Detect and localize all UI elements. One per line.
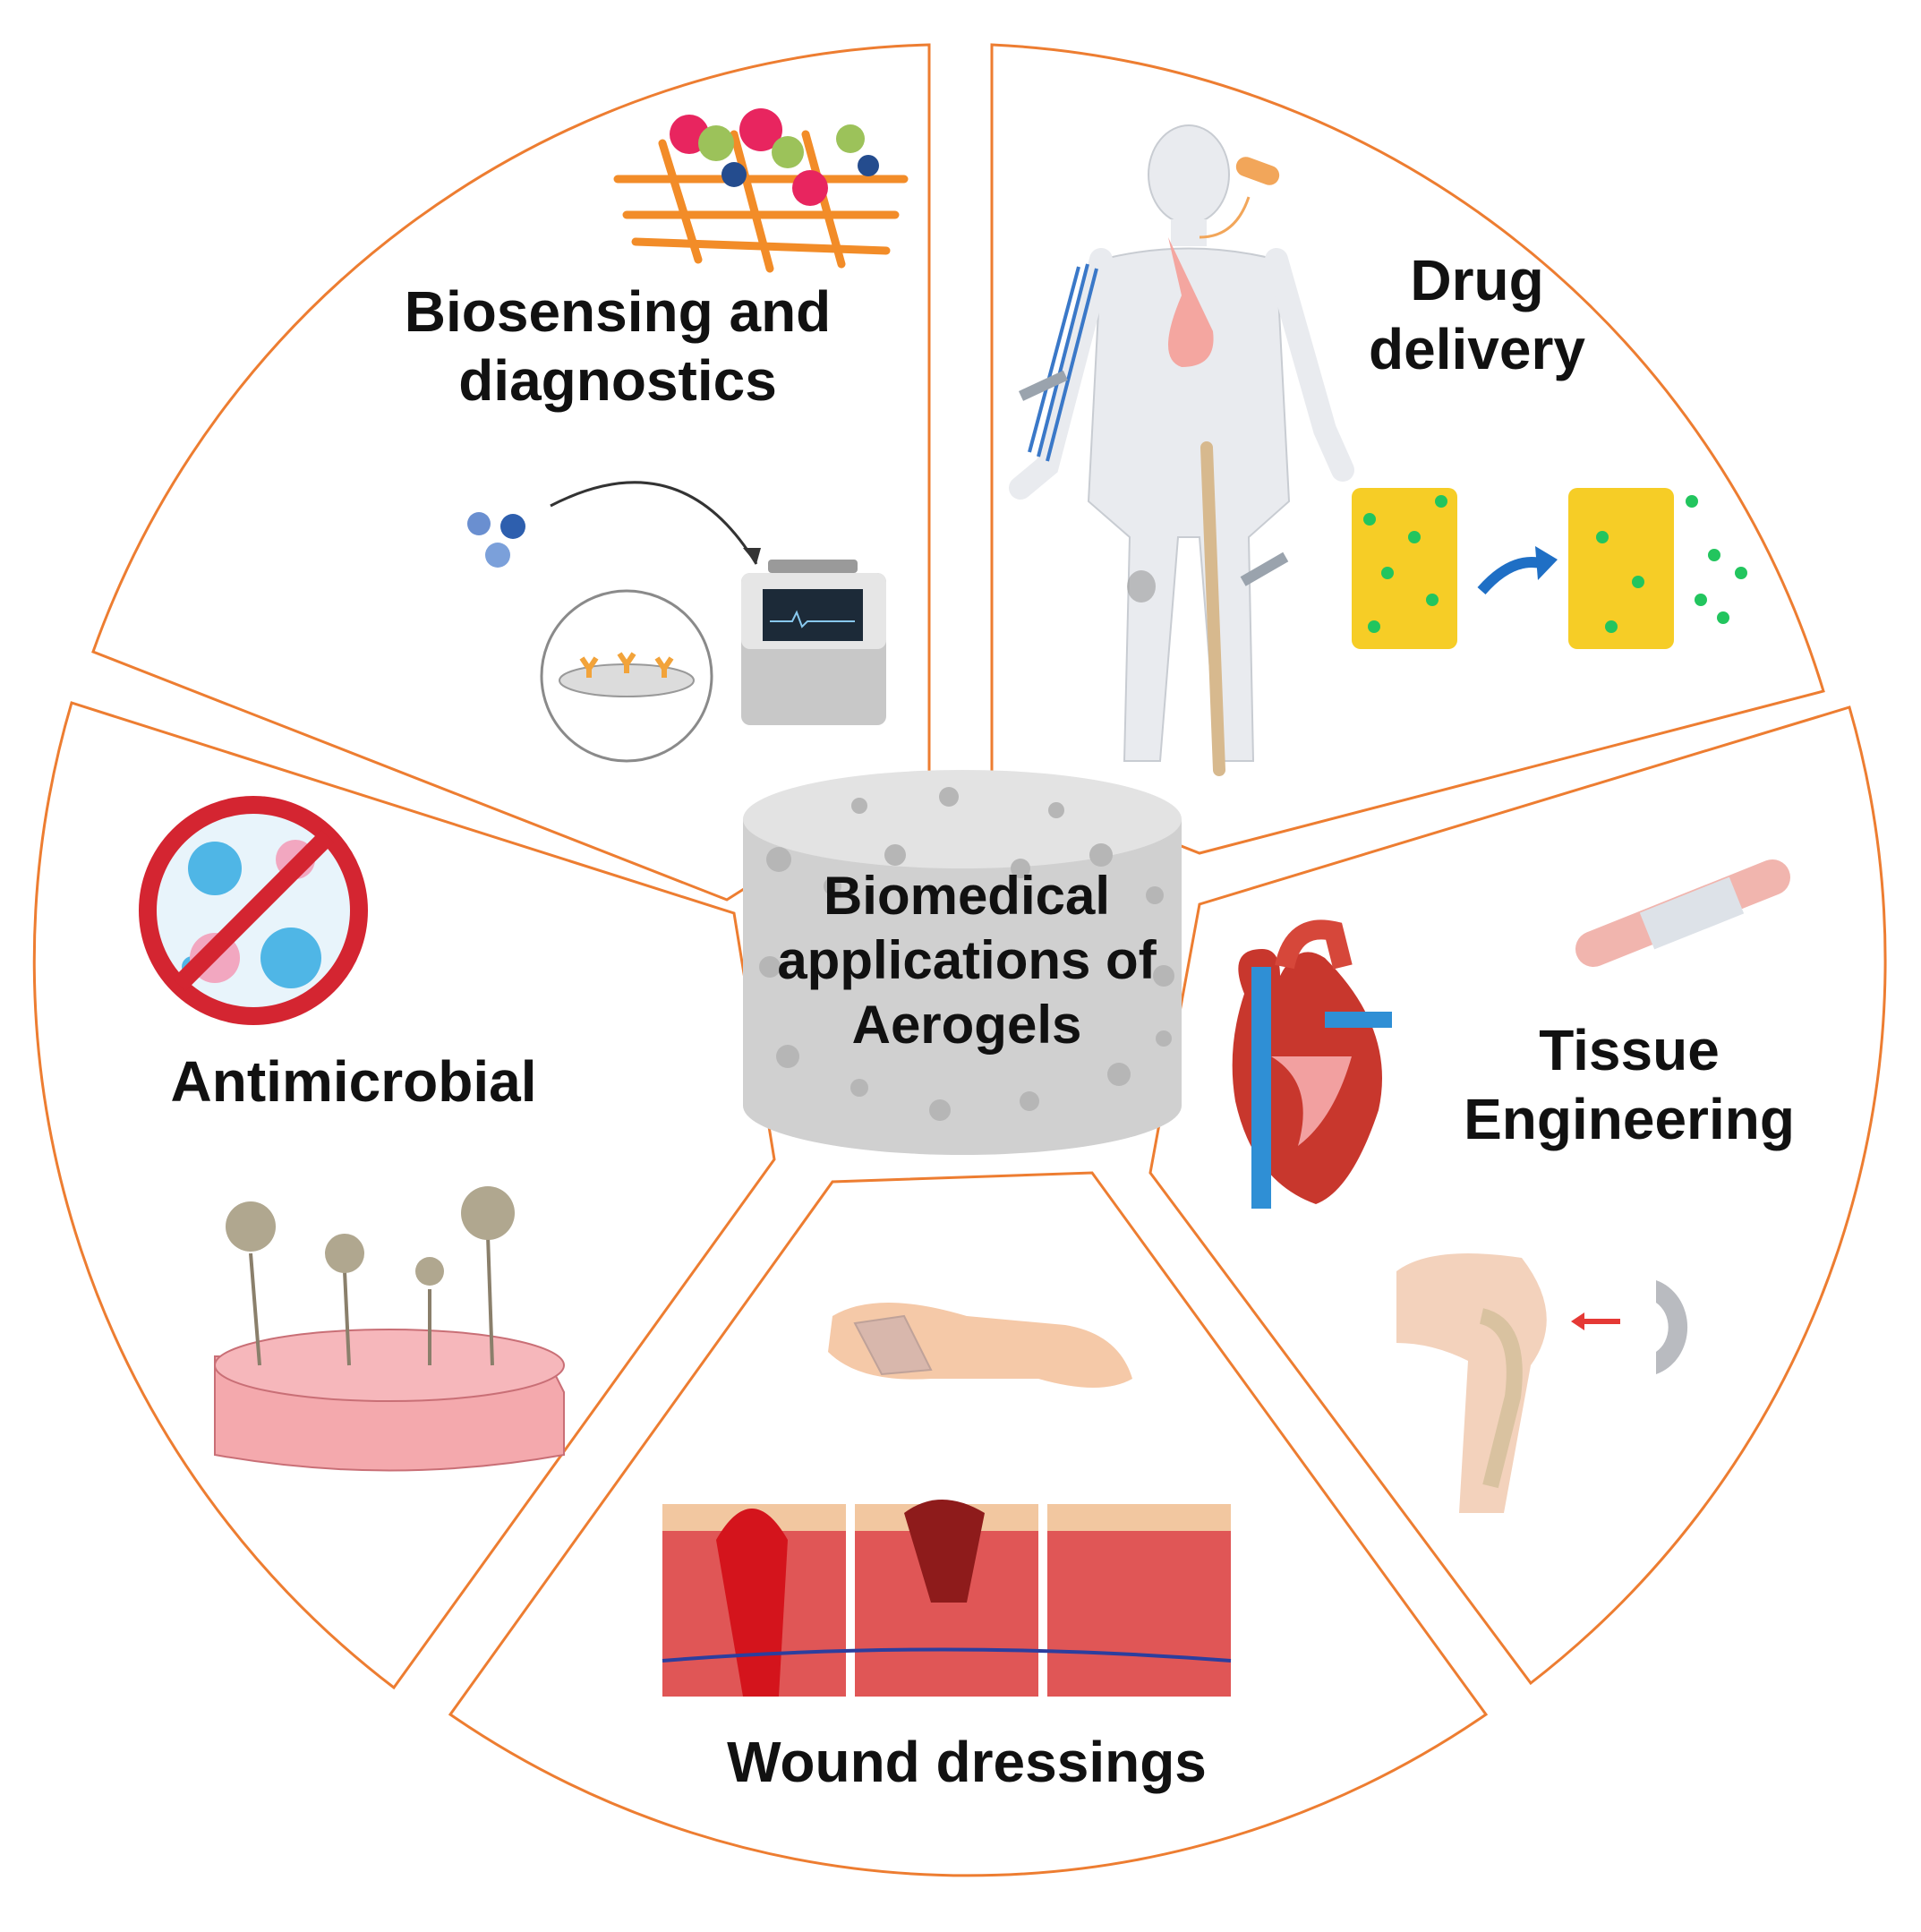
center-label: Biomedical applications of Aerogels [734,864,1200,1057]
center-label-line1: Biomedical [823,866,1111,926]
wheel-outline [32,43,1887,1877]
blood-vessel-graft-icon [1575,859,1790,967]
drug-delivery-label-line1: Drug [1410,248,1544,312]
segment-biosensing [91,43,931,902]
drug-delivery-label-line2: delivery [1369,316,1585,381]
tissue-engineering-label-line2: Engineering [1464,1086,1795,1151]
diagnostic-device-icon [741,560,886,725]
arm-bandage-icon [828,1303,1132,1388]
wound-dressings-label-line1: Wound dressings [727,1730,1207,1794]
drug-delivery-label: Drug delivery [1325,246,1629,384]
segment-antimicrobial [32,701,776,1690]
biosensing-label-line2: diagnostics [458,347,777,413]
aerogel-cylinder [743,770,1182,1155]
antimicrobial-label-line1: Antimicrobial [170,1049,537,1114]
skin-healing-icon [662,1500,1232,1697]
tissue-engineering-label-line1: Tissue [1539,1018,1720,1082]
segment-wound-dressings [448,1171,1489,1877]
segment-drug-delivery [990,43,1825,855]
polymer-surface-icon [214,1186,565,1472]
biosensor-network-icon [613,108,909,273]
biosensing-label-line1: Biosensing and [404,279,832,344]
segment-tissue-engineering [1148,705,1887,1686]
biosensor-chip-icon [540,589,713,763]
center-label-line2: applications of [777,930,1157,990]
detection-arrow [550,481,758,565]
center-label-line3: Aerogels [851,995,1082,1055]
knee-joint-icon [1396,1253,1688,1513]
human-body-icon [1009,124,1354,776]
wound-dressings-label: Wound dressings [698,1728,1235,1797]
antimicrobial-label: Antimicrobial [134,1047,573,1116]
biosensing-label: Biosensing and diagnostics [376,278,859,415]
no-microbes-icon [139,796,368,1025]
aerogel-release-icon [1352,488,1747,649]
molecules-icon [467,512,525,568]
heart-icon [1232,919,1392,1209]
tissue-engineering-label: Tissue Engineering [1423,1016,1835,1154]
